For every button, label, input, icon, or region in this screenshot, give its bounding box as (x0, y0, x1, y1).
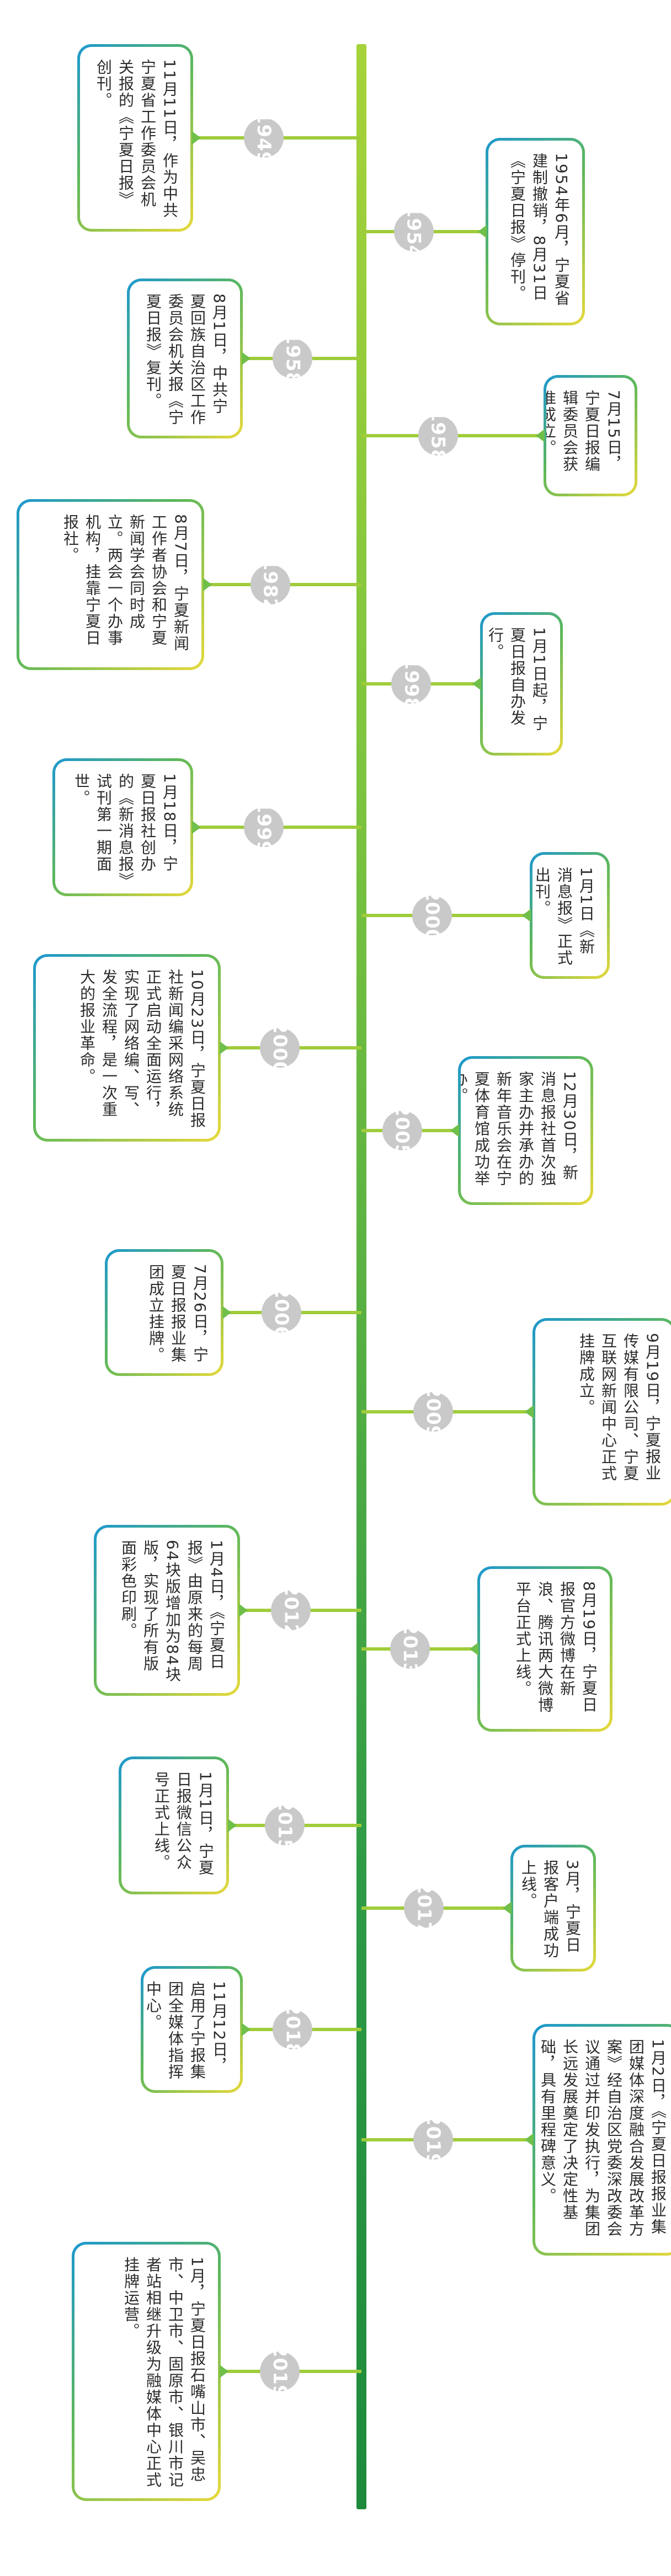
year-label: 2013 (399, 1621, 422, 1677)
year-badge: 1998 (391, 657, 432, 711)
event-card: 12月30日，新消息报社首次独家主办并承办的新年音乐会在宁夏体育馆成功举办。 (458, 1056, 593, 1205)
event-text: 11月11日，作为中共宁夏省工作委员会机关报的《宁夏日报》创刊。 (94, 59, 179, 219)
event-text: 8月1日，中共宁夏回族自治区工作委员会机关报《宁夏日报》复刊。 (144, 293, 228, 426)
year-label: 2000 (421, 888, 444, 943)
year-label: 1982 (259, 557, 281, 612)
event-card: 1954年6月，宁夏省建制撤销，8月31日《宁夏日报》停刊。 (486, 138, 585, 325)
year-label: 1958 (427, 408, 449, 463)
year-badge: 2017 (404, 1881, 444, 1935)
event-text: 1月2日，《宁夏日报报业集团媒体深度融合发展改革方案》经自治区党委深改委会议通过… (539, 2039, 667, 2237)
year-label: 2000 (269, 1020, 291, 1075)
card-pointer (192, 131, 201, 144)
card-pointer (450, 1124, 459, 1137)
year-label: 2005 (391, 1103, 413, 1158)
card-pointer (503, 1902, 512, 1915)
event-text: 1月1日，宁夏日报微信公众号正式上线。 (152, 1771, 215, 1876)
card-pointer (472, 677, 481, 690)
card-pointer (242, 352, 251, 365)
event-card: 10月23日，宁夏日报社新闻编采网络系统正式启动全面运行，实现了网络编、写、发全… (33, 954, 221, 1142)
event-text: 9月19日，宁夏报业传媒有限公司、宁夏互联网新闻中心正式挂牌成立。 (577, 1333, 662, 1482)
event-text: 7月26日，宁夏日报报业集团成立挂牌。 (147, 1264, 209, 1363)
year-badge: 1949 (244, 111, 284, 165)
card-pointer (222, 1306, 231, 1319)
event-card: 1月18日，宁夏日报社创办的《新消息报》试刊第一期面世。 (52, 758, 193, 896)
year-badge: 2019 (260, 2344, 300, 2398)
year-label: 1998 (400, 656, 423, 711)
event-text: 8月19日，宁夏日报官方微博在新浪、腾讯两大微博平台正式上线。 (514, 1581, 598, 1713)
event-card: 1月1日《新消息报》正式出刊。 (530, 852, 610, 979)
event-text: 1月1日起，宁夏日报自办发行。 (486, 627, 548, 732)
year-label: 2018 (281, 2002, 304, 2057)
event-card: 11月11日，作为中共宁夏省工作委员会机关报的《宁夏日报》创刊。 (77, 44, 193, 232)
card-pointer (242, 2023, 251, 2036)
event-text: 1月，宁夏日报石嘴山市、吴忠市、中卫市、固原市、银川市记者站相继升级为融媒体中心… (122, 2257, 206, 2488)
card-pointer (228, 1819, 237, 1832)
event-text: 1月18日，宁夏日报社创办的《新消息报》试刊第一期面世。 (72, 773, 179, 881)
year-badge: 2000 (412, 888, 452, 942)
year-badge: 2000 (260, 1021, 300, 1075)
year-badge: 1958 (418, 409, 458, 463)
event-card: 1月1日起，宁夏日报自办发行。 (480, 612, 563, 756)
year-label: 1954 (402, 204, 425, 259)
event-card: 7月15日，宁夏日报编辑委员会获准成立。 (544, 375, 637, 496)
event-text: 10月23日，宁夏日报社新闻编采网络系统正式启动全面运行，实现了网络编、写、发全… (78, 969, 206, 1129)
year-badge: 2009 (413, 1385, 454, 1439)
card-pointer (470, 1642, 478, 1656)
event-card: 1月，宁夏日报石嘴山市、吴忠市、中卫市、固原市、银川市记者站相继升级为融媒体中心… (72, 2242, 221, 2501)
event-card: 8月7日，宁夏新闻工作者协会和宁夏新闻学会同时成立。两会一个办事机构，挂靠宁夏日… (17, 499, 204, 670)
card-pointer (239, 1604, 248, 1617)
year-badge: 2013 (390, 1622, 430, 1676)
year-badge: 1954 (393, 205, 434, 259)
year-label: 1958 (281, 331, 304, 386)
year-label: 2009 (422, 1384, 445, 1439)
year-badge: 1982 (250, 558, 290, 612)
event-card: 1月4日，《宁夏日报》由原来的每周64块版增加为84块版，实现了所有版面彩色印刷… (94, 1525, 240, 1696)
event-card: 7月26日，宁夏日报报业集团成立挂牌。 (105, 1249, 223, 1376)
card-pointer (536, 429, 545, 442)
year-label: 1949 (253, 110, 275, 165)
year-badge: 1958 (273, 331, 313, 385)
year-badge: 2019 (413, 2113, 454, 2167)
card-pointer (522, 909, 531, 922)
timeline-spine (356, 44, 366, 2509)
card-pointer (525, 2133, 534, 2146)
event-card: 11月12日，启用了宁报集团全媒体指挥中心。 (141, 1966, 243, 2093)
event-card: 1月2日，《宁夏日报报业集团媒体深度融合发展改革方案》经自治区党委深改委会议通过… (532, 2024, 671, 2256)
card-pointer (220, 1041, 228, 1054)
event-card: 8月19日，宁夏日报官方微博在新浪、腾讯两大微博平台正式上线。 (477, 1566, 613, 1732)
card-pointer (478, 225, 487, 238)
year-label: 2017 (413, 1881, 435, 1936)
year-label: 2015 (273, 1798, 296, 1853)
event-text: 7月15日，宁夏日报编辑委员会获准成立。 (546, 390, 623, 473)
year-label: 2012 (280, 1583, 302, 1638)
card-pointer (220, 2365, 228, 2378)
card-pointer (525, 1405, 534, 1418)
year-label: 1999 (253, 800, 275, 855)
event-card: 3月，宁夏日报客户端成功上线。 (510, 1845, 596, 1972)
year-label: 2019 (269, 2344, 291, 2399)
card-pointer (203, 578, 212, 591)
event-card: 1月1日，宁夏日报微信公众号正式上线。 (119, 1756, 229, 1894)
event-text: 8月7日，宁夏新闻工作者协会和宁夏新闻学会同时成立。两会一个办事机构，挂靠宁夏日… (61, 514, 190, 652)
year-label: 2019 (422, 2112, 445, 2167)
year-badge: 1999 (244, 800, 284, 854)
year-badge: 2006 (262, 1286, 301, 1340)
card-pointer (192, 821, 201, 834)
event-card: 8月1日，中共宁夏回族自治区工作委员会机关报《宁夏日报》复刊。 (127, 279, 243, 438)
event-text: 12月30日，新消息报社首次独家主办并承办的新年音乐会在宁夏体育馆成功举办。 (461, 1071, 579, 1187)
event-text: 1月1日《新消息报》正式出刊。 (533, 867, 595, 966)
event-text: 1954年6月，宁夏省建制撤销，8月31日《宁夏日报》停刊。 (508, 153, 571, 307)
year-badge: 2015 (264, 1798, 305, 1852)
event-text: 3月，宁夏日报客户端成功上线。 (519, 1860, 582, 1959)
event-text: 1月4日，《宁夏日报》由原来的每周64块版增加为84块版，实现了所有版面彩色印刷… (119, 1540, 226, 1683)
year-label: 2006 (270, 1285, 292, 1340)
year-badge: 2018 (273, 2002, 313, 2056)
event-text: 11月12日，启用了宁报集团全媒体指挥中心。 (144, 1981, 228, 2080)
year-badge: 2012 (271, 1583, 311, 1637)
year-badge: 2005 (382, 1104, 422, 1158)
event-card: 9月19日，宁夏报业传媒有限公司、宁夏互联网新闻中心正式挂牌成立。 (532, 1318, 671, 1506)
